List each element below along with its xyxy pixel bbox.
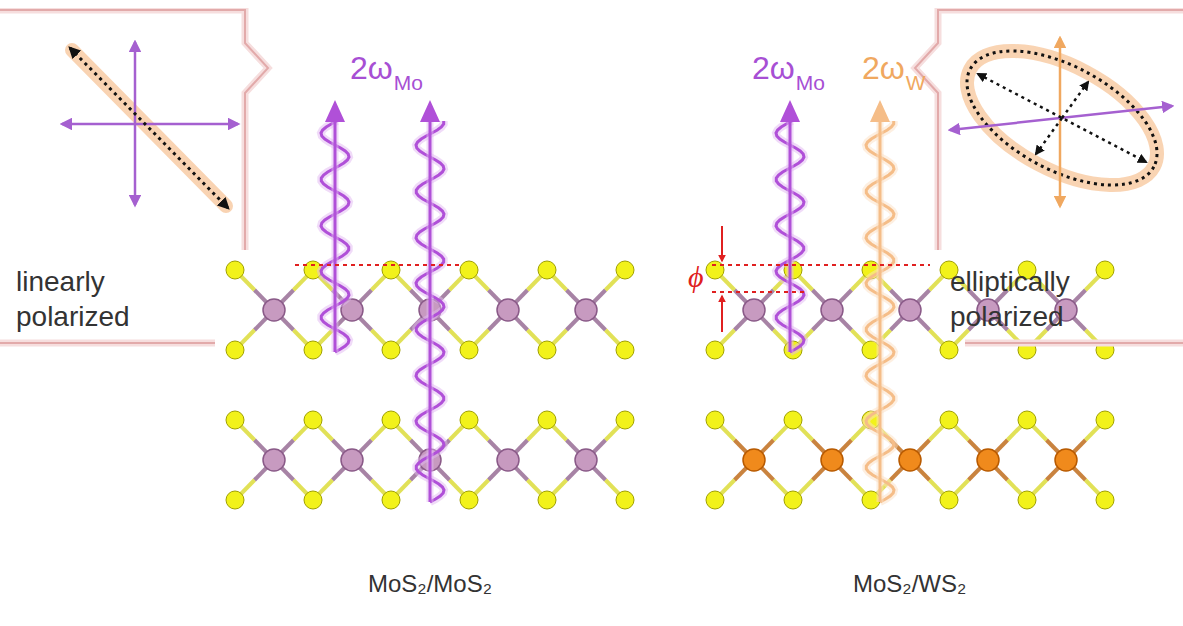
harmonic-label: 2ω <box>862 52 905 84</box>
harmonic-label: 2ω <box>752 52 795 84</box>
panel-caption: linearly polarized <box>16 264 191 334</box>
elliptical-polarization-icon <box>946 23 1178 212</box>
harmonic-label: 2ω <box>350 52 393 84</box>
callout-panel: elliptically polarized <box>903 8 1183 348</box>
shg-waves <box>321 100 894 502</box>
structure-label: MoS₂/MoS₂ <box>368 572 492 596</box>
crystal-structure <box>226 261 1114 509</box>
panel-caption: elliptically polarized <box>950 264 1150 334</box>
harmonic-subscript: Mo <box>394 72 423 93</box>
structure-label: MoS₂/WS₂ <box>853 572 966 596</box>
callout-panel: linearly polarized <box>0 8 280 348</box>
harmonic-subscript: W <box>906 72 926 93</box>
phase-markers <box>295 226 930 332</box>
linear-polarization-icon <box>62 42 238 208</box>
phase-symbol: ϕ <box>688 262 704 292</box>
harmonic-subscript: Mo <box>796 72 825 93</box>
